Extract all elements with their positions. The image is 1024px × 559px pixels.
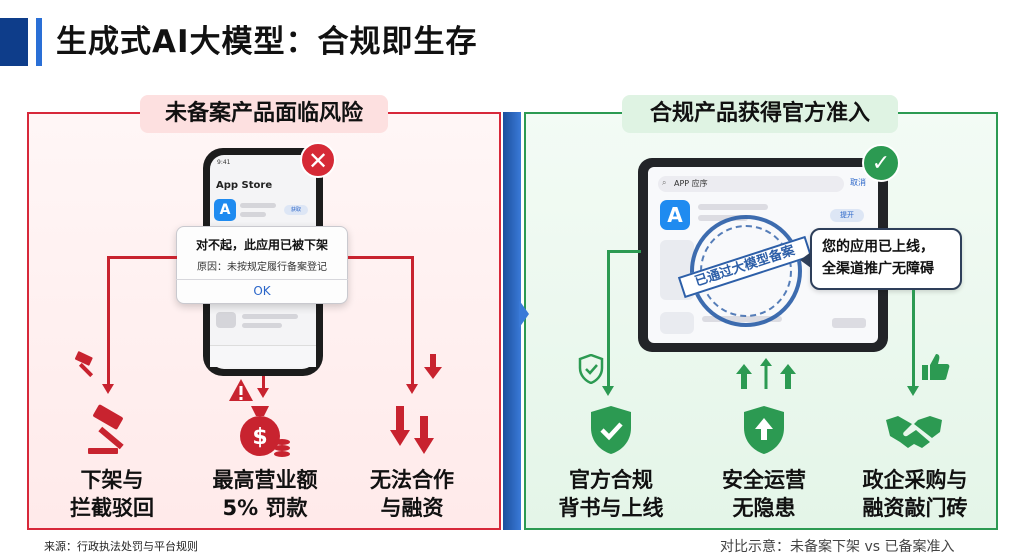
phone-tab-bar (210, 345, 316, 367)
tablet-line (698, 204, 768, 210)
risk-label-delist: 下架与 拦截驳回 (52, 466, 172, 522)
tablet-open-button[interactable]: 提开 (830, 209, 864, 222)
label-line: 政企采购与 (862, 468, 968, 492)
phone-thumb (216, 312, 236, 328)
notice-line: 全渠道推广无障碍 (822, 261, 934, 277)
header-accent-block (0, 18, 28, 66)
center-divider (503, 112, 521, 530)
app-store-title: App Store (216, 180, 273, 191)
label-line: 无隐患 (732, 496, 796, 520)
money-bag-icon: $ (240, 406, 290, 457)
tablet-line (832, 318, 866, 328)
phone-line (240, 212, 266, 217)
notice-text: 您的应用已上线， 全渠道推广无障碍 (822, 236, 934, 280)
handshake-icon (886, 416, 942, 448)
label-line: 下架与 (80, 468, 144, 492)
tablet-card (660, 312, 694, 334)
connector-line (262, 376, 265, 390)
connector-line (912, 290, 915, 388)
reject-x-icon: ✕ (300, 142, 336, 178)
gavel-icon (88, 404, 124, 454)
label-line: 背书与上线 (558, 496, 664, 520)
bubble-tail (800, 252, 811, 268)
dialog-ok-button[interactable]: OK (253, 284, 271, 298)
down-arrow-icon (602, 386, 614, 396)
source-note: 来源：行政执法处罚与平台规则 (44, 540, 198, 553)
label-line: 安全运营 (722, 468, 806, 492)
tablet-cancel-link[interactable]: 取消 (850, 178, 866, 187)
access-label-endorsement: 官方合规 背书与上线 (546, 466, 676, 522)
shield-small-icon (578, 354, 604, 384)
phone-line (242, 314, 298, 319)
down-arrow-icon (102, 384, 114, 394)
shield-check-icon (591, 406, 631, 454)
connector-line (107, 256, 110, 386)
connector-line (348, 256, 414, 259)
up-arrows-icon (736, 358, 796, 389)
warning-icon (229, 379, 253, 401)
label-line: 融资敲门砖 (862, 496, 968, 520)
down-arrow-icon (257, 388, 269, 398)
dialog-message: 原因：未按规定履行备案登记 (197, 262, 327, 273)
tablet-search-input[interactable]: APP 应序 (658, 176, 844, 192)
label-line: 拦截驳回 (70, 496, 154, 520)
label-line: 官方合规 (569, 468, 653, 492)
gavel-small-icon (74, 351, 94, 378)
divider-arrow-icon (519, 300, 529, 328)
label-line: 最高营业额 (212, 468, 318, 492)
get-button[interactable]: 获取 (284, 205, 308, 215)
risk-label-fine: 最高营业额 5% 罚款 (200, 466, 330, 522)
down-arrow-icon (907, 386, 919, 396)
header-accent-bar (36, 18, 42, 66)
down-arrow-small-icon (424, 354, 442, 379)
approval-stamp (690, 215, 802, 327)
access-heading: 合规产品获得官方准入 (622, 95, 898, 133)
app-store-icon: A (214, 199, 236, 221)
notice-bubble (810, 228, 962, 290)
removal-dialog (176, 226, 348, 304)
access-label-procurement: 政企采购与 融资敲门砖 (850, 466, 980, 522)
phone-line (240, 203, 276, 208)
phone-time: 9:41 (217, 159, 231, 166)
risk-label-financing: 无法合作 与融资 (352, 466, 472, 522)
page-title: 生成式AI大模型：合规即生存 (56, 24, 478, 60)
connector-line (607, 250, 641, 253)
comparison-note: 对比示意：未备案下架 vs 已备案准入 (720, 539, 955, 555)
label-line: 无法合作 (370, 468, 454, 492)
label-line: 与融资 (380, 496, 444, 520)
tablet-line (698, 215, 748, 221)
label-line: 5% 罚款 (222, 496, 308, 520)
dialog-separator (176, 279, 348, 280)
connector-line (107, 256, 177, 259)
approve-check-icon: ✓ (862, 144, 900, 182)
shield-up-icon (744, 406, 784, 454)
notice-line: 您的应用已上线， (822, 239, 934, 255)
connector-line (411, 256, 414, 386)
risk-heading: 未备案产品面临风险 (140, 95, 388, 133)
down-arrows-icon (390, 406, 434, 454)
app-store-icon: A (660, 200, 690, 230)
svg-text:$: $ (252, 425, 267, 450)
down-arrow-icon (406, 384, 418, 394)
dialog-title: 对不起，此应用已被下架 (195, 238, 328, 252)
thumbs-up-icon (922, 354, 950, 380)
search-icon: ⌕ (662, 178, 667, 187)
connector-line (607, 250, 610, 388)
phone-line (242, 323, 282, 328)
access-label-safety: 安全运营 无隐患 (704, 466, 824, 522)
